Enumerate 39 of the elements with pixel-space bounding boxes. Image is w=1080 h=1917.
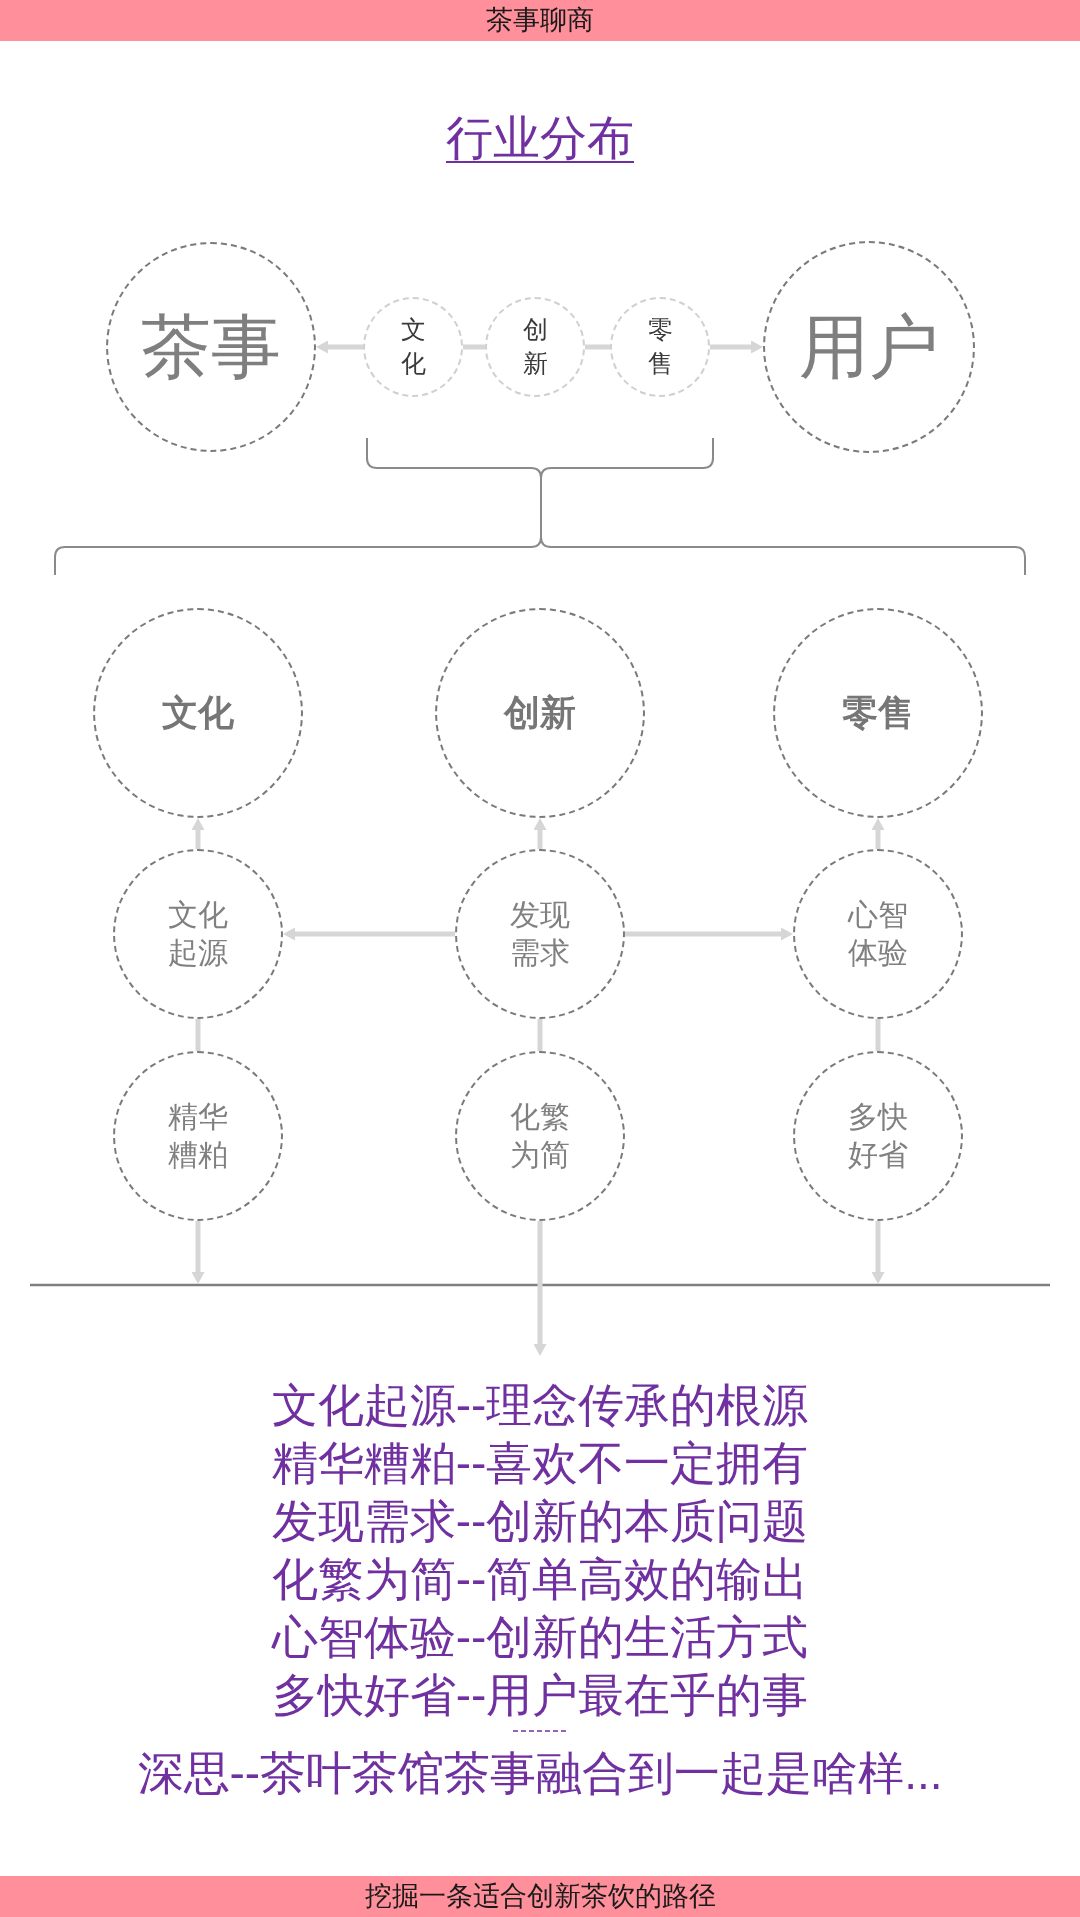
summary-line: 精华糟粕--喜欢不一定拥有: [271, 1436, 809, 1491]
summary-line: 化繁为简--简单高效的输出: [271, 1552, 809, 1607]
arrow: [191, 1221, 205, 1284]
connector-line: [537, 1019, 543, 1051]
arrow: [871, 818, 885, 849]
circle-label: 文化起源: [168, 895, 228, 972]
connector-line: [463, 344, 485, 350]
circle-label: 零售: [842, 695, 914, 731]
circle-label: 创新: [504, 695, 576, 731]
summary-line: 发现需求--创新的本质问题: [271, 1494, 809, 1549]
circle-label: 文化: [162, 695, 234, 731]
arrow: [710, 340, 763, 354]
circle-label: 精华糟粕: [168, 1097, 228, 1174]
arrow: [533, 818, 547, 849]
circle-label: 用户: [799, 312, 939, 382]
circle-label: 零售: [647, 314, 673, 380]
circle-label: 多快好省: [848, 1097, 908, 1174]
banner-title: 茶事聊商: [486, 7, 594, 34]
circle-label: 心智体验: [848, 895, 908, 972]
connector-line: [195, 1019, 201, 1051]
circle-label: 文化: [400, 314, 426, 380]
arrow: [871, 1221, 885, 1284]
circle-label: 创新: [522, 314, 548, 380]
banner-tagline: 挖掘一条适合创新茶饮的路径: [364, 1883, 716, 1910]
arrow: [191, 818, 205, 849]
summary-line: 多快好省--用户最在乎的事: [271, 1668, 809, 1723]
connector-line: [585, 344, 610, 350]
arrow: [316, 340, 363, 354]
arrow: [283, 927, 455, 941]
connector-line: [875, 1019, 881, 1051]
arrow: [625, 927, 793, 941]
page-title: 行业分布: [446, 110, 634, 166]
circle-label: 发现需求: [510, 895, 570, 972]
arrow: [533, 1221, 547, 1356]
summary-line: 心智体验--创新的生活方式: [271, 1610, 809, 1665]
summary-line: 文化起源--理念传承的根源: [271, 1378, 809, 1433]
circle-label: 化繁为简: [510, 1097, 570, 1174]
closing-question: 深思--茶叶茶馆茶事融合到一起是啥样...: [137, 1746, 943, 1801]
circle-label: 茶事: [141, 312, 281, 382]
